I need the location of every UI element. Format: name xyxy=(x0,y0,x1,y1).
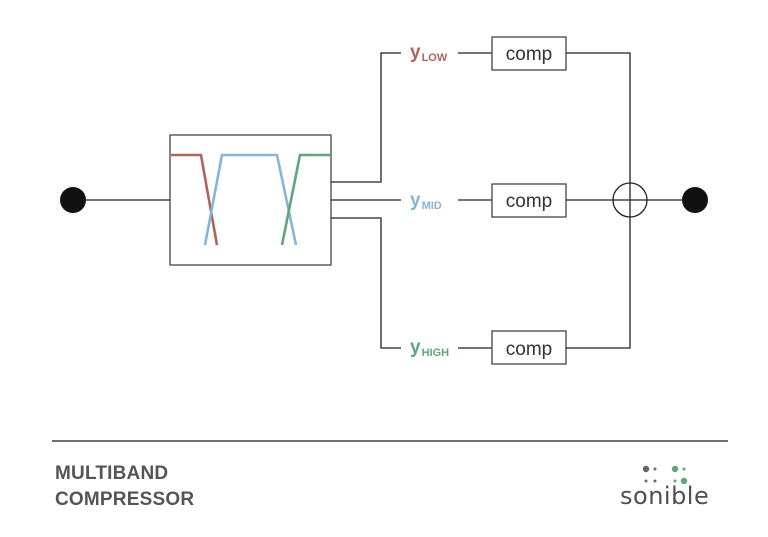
comp-high-label: comp xyxy=(506,339,552,360)
band-label-mid: yMID xyxy=(410,190,442,212)
sonible-logo: sonible xyxy=(606,458,726,518)
sonible-wordmark: sonible xyxy=(620,482,710,510)
low-sum-wire xyxy=(566,52,631,183)
comp-low: comp xyxy=(491,36,567,71)
summing-junction xyxy=(612,182,648,218)
footer-divider xyxy=(52,440,728,442)
mid-band-curve xyxy=(203,153,298,246)
crossover-filter-box xyxy=(169,134,332,266)
comp-low-label: comp xyxy=(506,44,552,65)
high-band-curve xyxy=(280,153,330,246)
low-band-wire xyxy=(331,52,401,183)
crossover-filter-block xyxy=(169,134,332,266)
output-node xyxy=(682,187,708,213)
high-sum-wire xyxy=(566,217,631,349)
band-label-low: yLOW xyxy=(410,42,448,64)
input-node xyxy=(60,187,86,213)
footer-title-line1: MULTIBAND xyxy=(55,463,169,484)
comp-mid-label: comp xyxy=(506,191,552,212)
footer-title: MULTIBAND COMPRESSOR xyxy=(55,461,194,513)
sonible-logo-dots-icon xyxy=(642,465,688,485)
footer-title-line2: COMPRESSOR xyxy=(55,489,195,510)
comp-mid: comp xyxy=(491,183,567,218)
high-band-wire xyxy=(331,217,401,349)
comp-high: comp xyxy=(491,330,567,365)
band-label-high: yHIGH xyxy=(410,337,449,359)
